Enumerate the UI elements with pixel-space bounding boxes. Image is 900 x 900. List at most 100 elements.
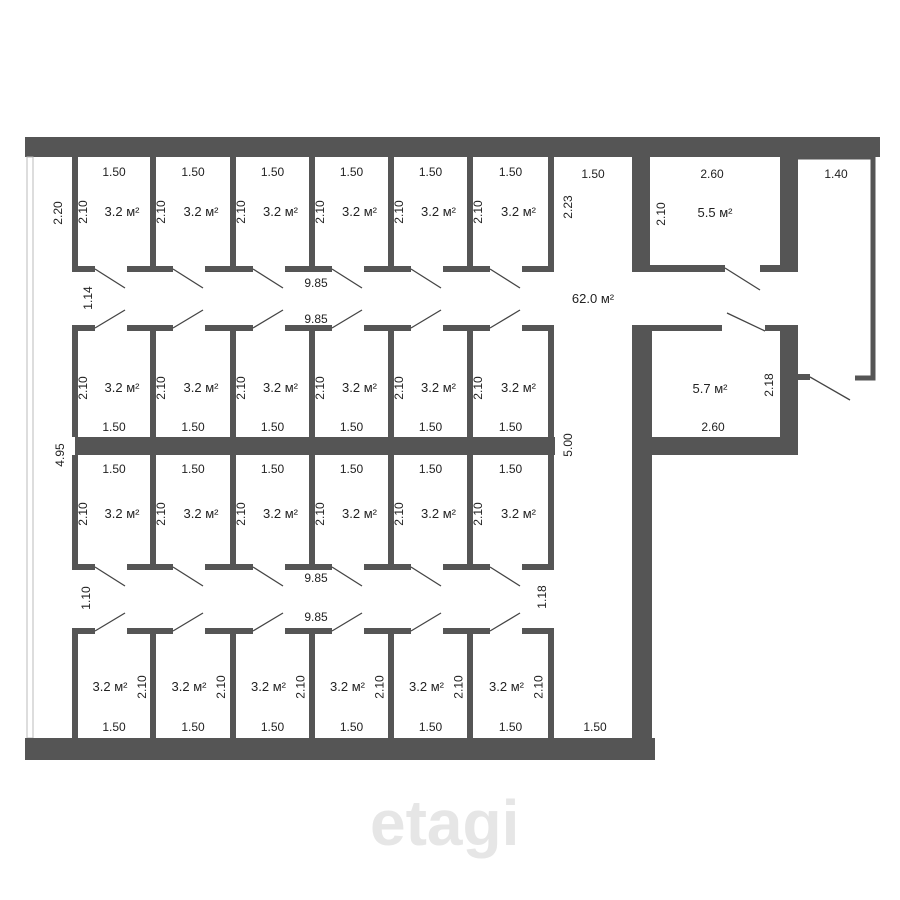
cabin-width: 1.50	[181, 420, 205, 434]
cabin-front-wall	[364, 628, 391, 634]
cabin-door	[252, 268, 284, 289]
storage-cabin: 1.503.2 м²2.10	[234, 462, 299, 526]
room-b-wall-top	[765, 325, 780, 331]
dim-hall-bottom-width: 1.50	[583, 720, 607, 734]
cabin-length: 2.10	[76, 502, 90, 526]
hall-area: 62.0 м²	[572, 291, 615, 306]
cabin-front-wall	[127, 325, 153, 331]
corridor-right-outline	[798, 154, 876, 381]
cabin-length: 2.10	[471, 376, 485, 400]
room-a-wall-left	[632, 157, 650, 272]
cabin-front-wall	[470, 266, 490, 272]
cabin-length: 2.10	[154, 200, 168, 224]
cabin-length: 2.10	[294, 675, 308, 699]
cabin-partition	[309, 628, 315, 738]
cabin-front-wall	[391, 266, 411, 272]
cabin-length: 2.10	[471, 502, 485, 526]
row-divider-wall	[75, 437, 555, 455]
cabin-partition	[230, 325, 236, 437]
cabin-door	[410, 309, 442, 329]
dim-aisle-bottom-length-b: 9.85	[304, 610, 328, 624]
cabin-length: 2.10	[313, 200, 327, 224]
storage-cabin: 1.503.2 м²2.10	[154, 376, 219, 434]
cabin-partition	[467, 628, 473, 738]
cabin-partition	[309, 325, 315, 437]
cabin-door	[172, 612, 204, 632]
cabin-width: 1.50	[419, 720, 443, 734]
cabin-front-wall	[75, 266, 95, 272]
cabin-partition	[548, 325, 554, 437]
cabin-partition	[548, 628, 554, 738]
cabin-length: 2.10	[392, 376, 406, 400]
cabin-door	[252, 309, 284, 329]
cabin-front-wall	[75, 564, 95, 570]
cabin-door	[172, 566, 204, 587]
cabin-width: 1.50	[102, 420, 126, 434]
cabin-length: 2.10	[234, 502, 248, 526]
outer-wall-top	[25, 137, 880, 157]
cabin-front-wall	[127, 564, 153, 570]
cabin-door	[331, 309, 363, 329]
cabin-width: 1.50	[340, 720, 364, 734]
cabin-front-wall	[127, 628, 153, 634]
cabin-partition	[72, 628, 78, 738]
cabin-partition	[72, 325, 78, 437]
cabin-partition	[150, 157, 156, 272]
cabin-door	[172, 268, 204, 289]
room-a-area: 5.5 м²	[698, 205, 734, 220]
cabin-front-wall	[233, 564, 253, 570]
cabin-partition	[548, 455, 554, 570]
cabin-width: 1.50	[261, 420, 285, 434]
storage-cabin: 1.503.2 м²2.10	[234, 376, 299, 434]
cabin-front-wall	[522, 564, 551, 570]
cabin-area: 3.2 м²	[105, 506, 141, 521]
cabin-length: 2.10	[234, 200, 248, 224]
cabin-length: 2.10	[214, 675, 228, 699]
dim-hall-top-width: 1.50	[581, 167, 605, 181]
cabin-front-wall	[233, 325, 253, 331]
cabin-length: 2.10	[154, 502, 168, 526]
cabin-area: 3.2 м²	[409, 679, 445, 694]
cabin-area: 3.2 м²	[263, 204, 299, 219]
cabin-width: 1.50	[261, 165, 285, 179]
cabin-area: 3.2 м²	[342, 506, 378, 521]
cabin-front-wall	[285, 628, 312, 634]
storage-cabins: 1.503.2 м²2.101.503.2 м²2.101.503.2 м²2.…	[76, 165, 546, 734]
cabin-area: 3.2 м²	[93, 679, 129, 694]
cabin-door	[489, 268, 521, 289]
room-a-wall-right	[780, 157, 798, 272]
cabin-length: 2.10	[76, 376, 90, 400]
cabin-area: 3.2 м²	[251, 679, 287, 694]
storage-cabin: 1.503.2 м²2.10	[471, 376, 537, 434]
cabin-partition	[150, 325, 156, 437]
cabin-door	[94, 612, 126, 632]
room-a-width: 2.60	[700, 167, 724, 181]
cabin-front-wall	[233, 266, 253, 272]
cabin-area: 3.2 м²	[342, 380, 378, 395]
cabin-door	[172, 309, 204, 329]
cabin-front-wall	[153, 266, 173, 272]
room-b-wall-bottom	[632, 437, 798, 455]
labels: 2.20 1.14 9.85 9.85 4.95 1.10 9.85 9.85 …	[51, 167, 848, 734]
cabin-width: 1.50	[181, 462, 205, 476]
cabin-length: 2.10	[135, 675, 149, 699]
cabin-area: 3.2 м²	[172, 679, 208, 694]
room-a-length: 2.10	[654, 202, 668, 226]
cabin-door	[331, 566, 363, 587]
cabin-front-wall	[205, 266, 233, 272]
dim-left-total-height: 4.95	[53, 443, 67, 467]
cabin-front-wall	[312, 266, 332, 272]
cabin-width: 1.50	[499, 720, 523, 734]
cabin-door	[252, 566, 284, 587]
cabin-front-wall	[470, 564, 490, 570]
cabin-front-wall	[75, 628, 95, 634]
cabin-area: 3.2 м²	[184, 380, 220, 395]
cabin-width: 1.50	[261, 720, 285, 734]
dim-aisle-bottom-width: 1.10	[79, 586, 93, 610]
room-b-width: 2.60	[701, 420, 725, 434]
cabin-length: 2.10	[452, 675, 466, 699]
cabin-front-wall	[153, 628, 173, 634]
